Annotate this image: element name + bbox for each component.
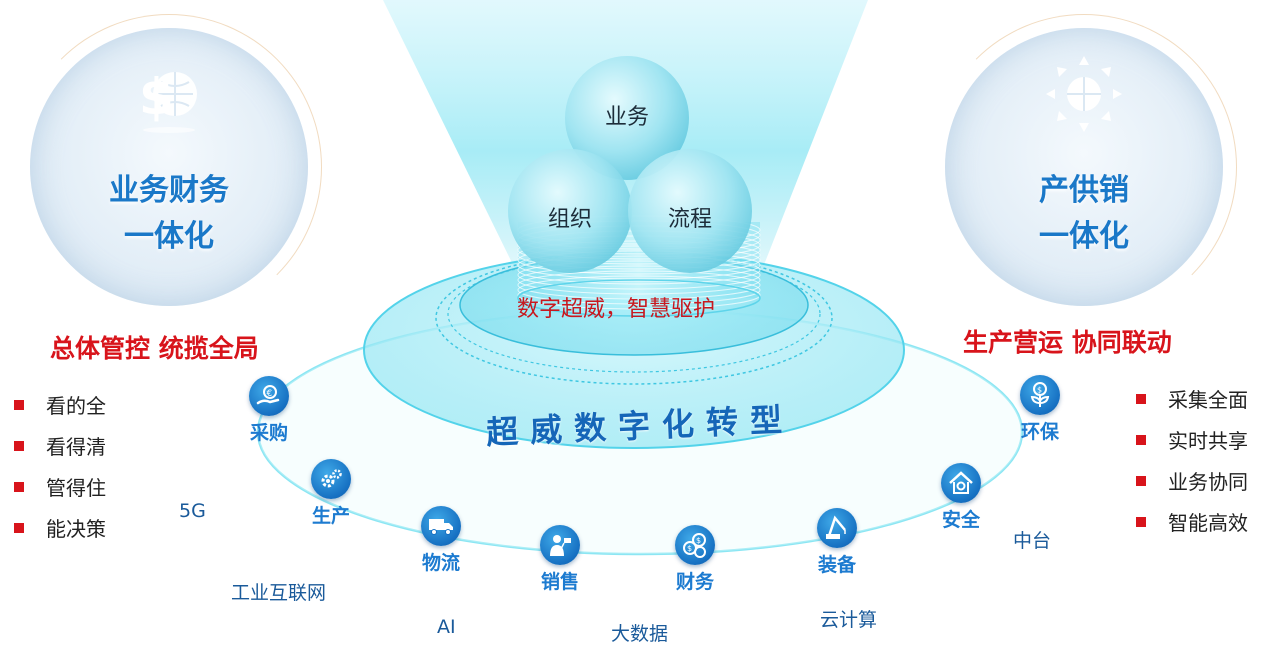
gears-icon (311, 459, 351, 499)
list-item: 业务协同 (1136, 460, 1248, 501)
cylinder-line (517, 270, 761, 300)
svg-text:$: $ (1037, 386, 1042, 395)
cylinder-line (517, 250, 761, 280)
bullet-square-icon (14, 522, 24, 533)
hand-euro-icon: € (249, 376, 289, 416)
cylinder-base (517, 279, 761, 317)
tech-label-big-data: 大数据 (611, 623, 669, 645)
house-shield-icon (941, 463, 981, 503)
tech-label-industrial-internet: 工业互联网 (231, 582, 327, 604)
tech-label-middle-platform: 中台 (1013, 530, 1052, 552)
bullet-square-icon (14, 481, 24, 492)
sphere-label-organization: 组织 (547, 207, 592, 232)
cylinder-line (517, 255, 761, 285)
bullet-square-icon (14, 440, 24, 451)
left-circle-title-line2: 一体化 (124, 219, 214, 254)
node-sales[interactable]: 销售 (520, 525, 600, 594)
list-item: 看得清 (14, 425, 106, 466)
list-item: 能决策 (14, 507, 106, 548)
sphere-process (628, 149, 752, 273)
truck-icon (421, 506, 461, 546)
list-item: 采集全面 (1136, 378, 1248, 419)
plant-dollar-icon: $ (1020, 375, 1060, 415)
node-environmental[interactable]: $ 环保 (1000, 375, 1080, 444)
crane-icon (817, 508, 857, 548)
svg-text:$: $ (696, 536, 701, 545)
node-production[interactable]: 生产 (291, 459, 371, 528)
sphere-organization (508, 149, 632, 273)
cylinder-line (517, 265, 761, 295)
sphere-business (565, 56, 689, 180)
left-heading: 总体管控 统揽全局 (50, 334, 259, 363)
cylinder-line (517, 260, 761, 290)
bullet-square-icon (1136, 475, 1146, 486)
list-item: 管得住 (14, 466, 106, 507)
node-label: 财务 (675, 571, 714, 593)
svg-text:€: € (267, 389, 273, 399)
node-logistics[interactable]: 物流 (401, 506, 481, 575)
sphere-label-business: 业务 (604, 105, 649, 130)
node-label: 物流 (421, 552, 460, 574)
left-circle-title-line1: 业务财务 (109, 173, 229, 208)
list-item: 智能高效 (1136, 501, 1248, 542)
right-bullet-list: 采集全面 实时共享 业务协同 智能高效 (1136, 378, 1248, 542)
node-label: 环保 (1020, 421, 1059, 443)
bullet-square-icon (1136, 434, 1146, 445)
list-item: 看的全 (14, 384, 106, 425)
node-label: 销售 (540, 571, 579, 593)
node-label: 安全 (941, 509, 980, 531)
node-safety[interactable]: 安全 (921, 463, 1001, 532)
coins-icon: $$ (675, 525, 715, 565)
slogan: 数字超威，智慧驱护 (517, 297, 716, 322)
tech-label-cloud: 云计算 (820, 609, 878, 631)
dollar-globe-icon: $ (139, 68, 197, 133)
list-item: 实时共享 (1136, 419, 1248, 460)
salesperson-icon (540, 525, 580, 565)
bullet-square-icon (14, 399, 24, 410)
svg-text:$: $ (139, 68, 174, 126)
node-equipment[interactable]: 装备 (797, 508, 877, 577)
sphere-label-process: 流程 (667, 207, 712, 232)
node-label: 采购 (249, 422, 288, 444)
right-circle-title: 产供销 一体化 (964, 168, 1204, 260)
svg-text:$: $ (687, 544, 692, 553)
left-circle: $ 业务财务 一体化 (16, 14, 322, 320)
node-label: 装备 (817, 554, 856, 576)
left-circle-title: 业务财务 一体化 (49, 168, 289, 260)
right-circle-title-line2: 一体化 (1039, 219, 1129, 254)
node-finance[interactable]: $$ 财务 (655, 525, 735, 594)
right-circle: 产供销 一体化 (931, 14, 1237, 320)
right-heading: 生产营运 协同联动 (963, 328, 1172, 357)
bullet-square-icon (1136, 516, 1146, 527)
cylinder-line (517, 275, 761, 305)
left-bullet-list: 看的全 看得清 管得住 能决策 (14, 384, 106, 548)
cylinder-line (517, 280, 761, 310)
right-circle-title-line1: 产供销 (1039, 173, 1129, 208)
tech-label-5g: 5G (179, 500, 206, 522)
bullet-square-icon (1136, 393, 1146, 404)
node-procurement[interactable]: € 采购 (229, 376, 309, 445)
node-label: 生产 (311, 505, 350, 527)
tech-label-ai: AI (437, 616, 456, 638)
globe-arrows-icon (1046, 56, 1122, 132)
